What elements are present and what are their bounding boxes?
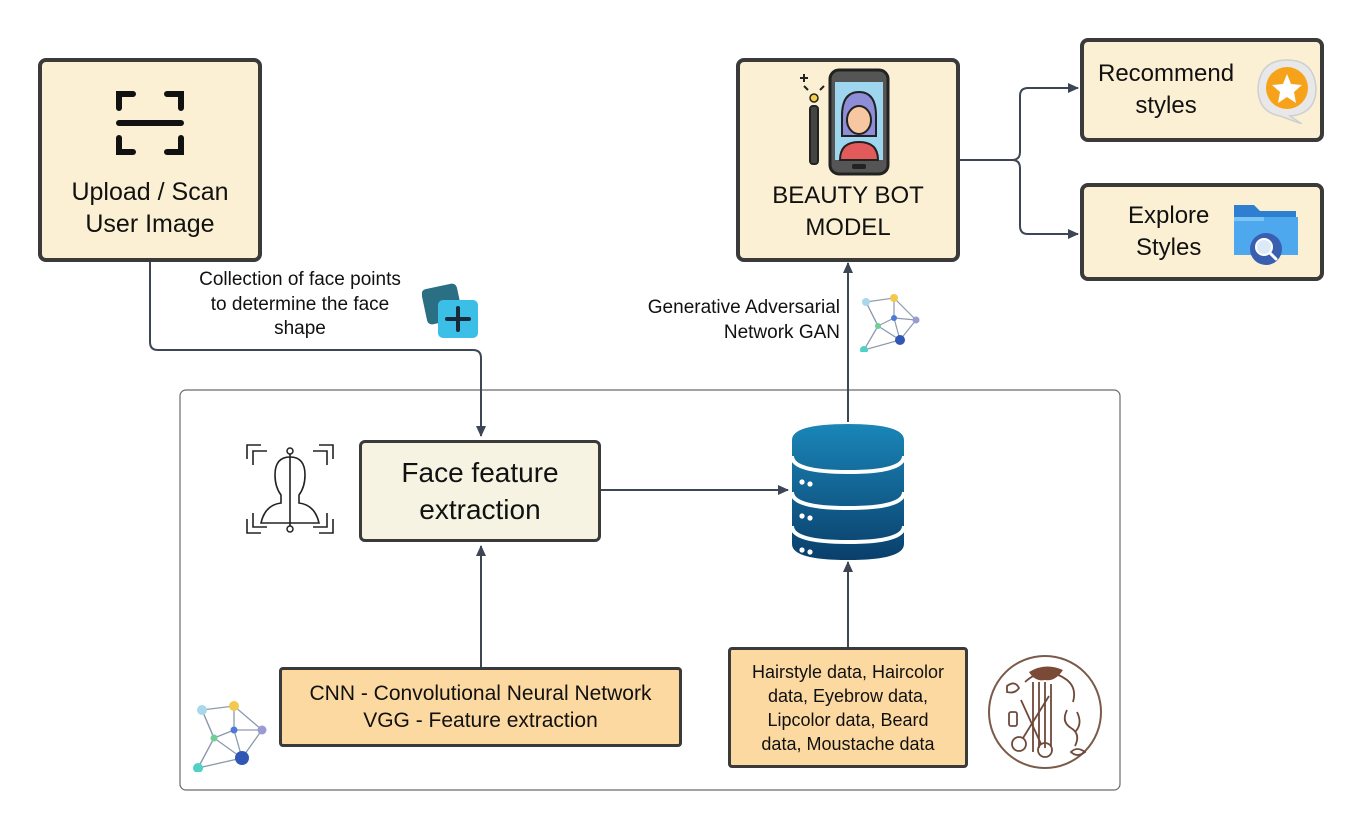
collection-label: Collection of face points to determine t… bbox=[170, 268, 430, 342]
collection-line-1: Collection of face points bbox=[199, 269, 401, 290]
collection-line-2: to determine the face bbox=[210, 293, 390, 315]
beauty-line-2: MODEL bbox=[805, 214, 891, 241]
scan-icon bbox=[116, 91, 184, 155]
recommend-styles-box[interactable]: Recommend styles bbox=[1080, 38, 1324, 142]
cnn-line-1: CNN - Convolutional Neural Network bbox=[309, 682, 652, 705]
style-data-box[interactable]: Hairstyle data, Haircolor data, Eyebrow … bbox=[728, 647, 968, 768]
data-line-2: data, Eyebrow data, bbox=[767, 685, 929, 706]
face-scan-icon bbox=[246, 444, 334, 534]
beauty-bot-box[interactable]: BEAUTY BOT MODEL bbox=[736, 58, 960, 262]
gan-line-1: Generative Adversarial bbox=[647, 297, 840, 318]
face-feature-box[interactable]: Face feature extraction bbox=[359, 440, 601, 542]
explore-line-1: Explore bbox=[1128, 202, 1210, 229]
database-icon bbox=[790, 424, 906, 560]
cnn-line-2: VGG - Feature extraction bbox=[363, 709, 598, 732]
folder-search-icon bbox=[1234, 205, 1298, 265]
gan-label: Generative Adversarial Network GAN bbox=[600, 296, 840, 345]
data-line-4: data, Moustache data bbox=[761, 733, 935, 754]
gan-line-2: Network GAN bbox=[723, 321, 840, 343]
salon-tools-icon bbox=[988, 655, 1102, 769]
beauty-phone-icon bbox=[800, 68, 890, 176]
collection-line-3: shape bbox=[274, 318, 326, 340]
arrow-upload-to-face bbox=[149, 262, 486, 437]
recommend-line-2: styles bbox=[1135, 92, 1197, 119]
network-icon bbox=[193, 701, 267, 772]
data-line-3: Lipcolor data, Beard bbox=[767, 709, 929, 730]
add-layer-icon bbox=[422, 283, 478, 338]
beauty-line-1: BEAUTY BOT bbox=[772, 182, 924, 209]
explore-line-2: Styles bbox=[1136, 234, 1202, 261]
network-icon bbox=[860, 294, 920, 352]
star-badge-icon bbox=[1257, 59, 1317, 124]
arrow-beauty-to-explore bbox=[1011, 159, 1079, 239]
face-line-2: extraction bbox=[419, 494, 541, 525]
pipeline-container bbox=[179, 389, 1121, 791]
arrow-beauty-to-recommend bbox=[960, 83, 1079, 161]
upload-scan-box[interactable]: Upload / Scan User Image bbox=[38, 58, 262, 262]
data-line-1: Hairstyle data, Haircolor bbox=[751, 661, 945, 682]
upload-line-1: Upload / Scan bbox=[71, 178, 229, 206]
face-line-1: Face feature bbox=[401, 457, 559, 488]
cnn-box[interactable]: CNN - Convolutional Neural Network VGG -… bbox=[279, 667, 682, 747]
upload-line-2: User Image bbox=[85, 210, 215, 238]
explore-styles-box[interactable]: Explore Styles bbox=[1080, 183, 1324, 281]
recommend-line-1: Recommend bbox=[1098, 60, 1235, 87]
